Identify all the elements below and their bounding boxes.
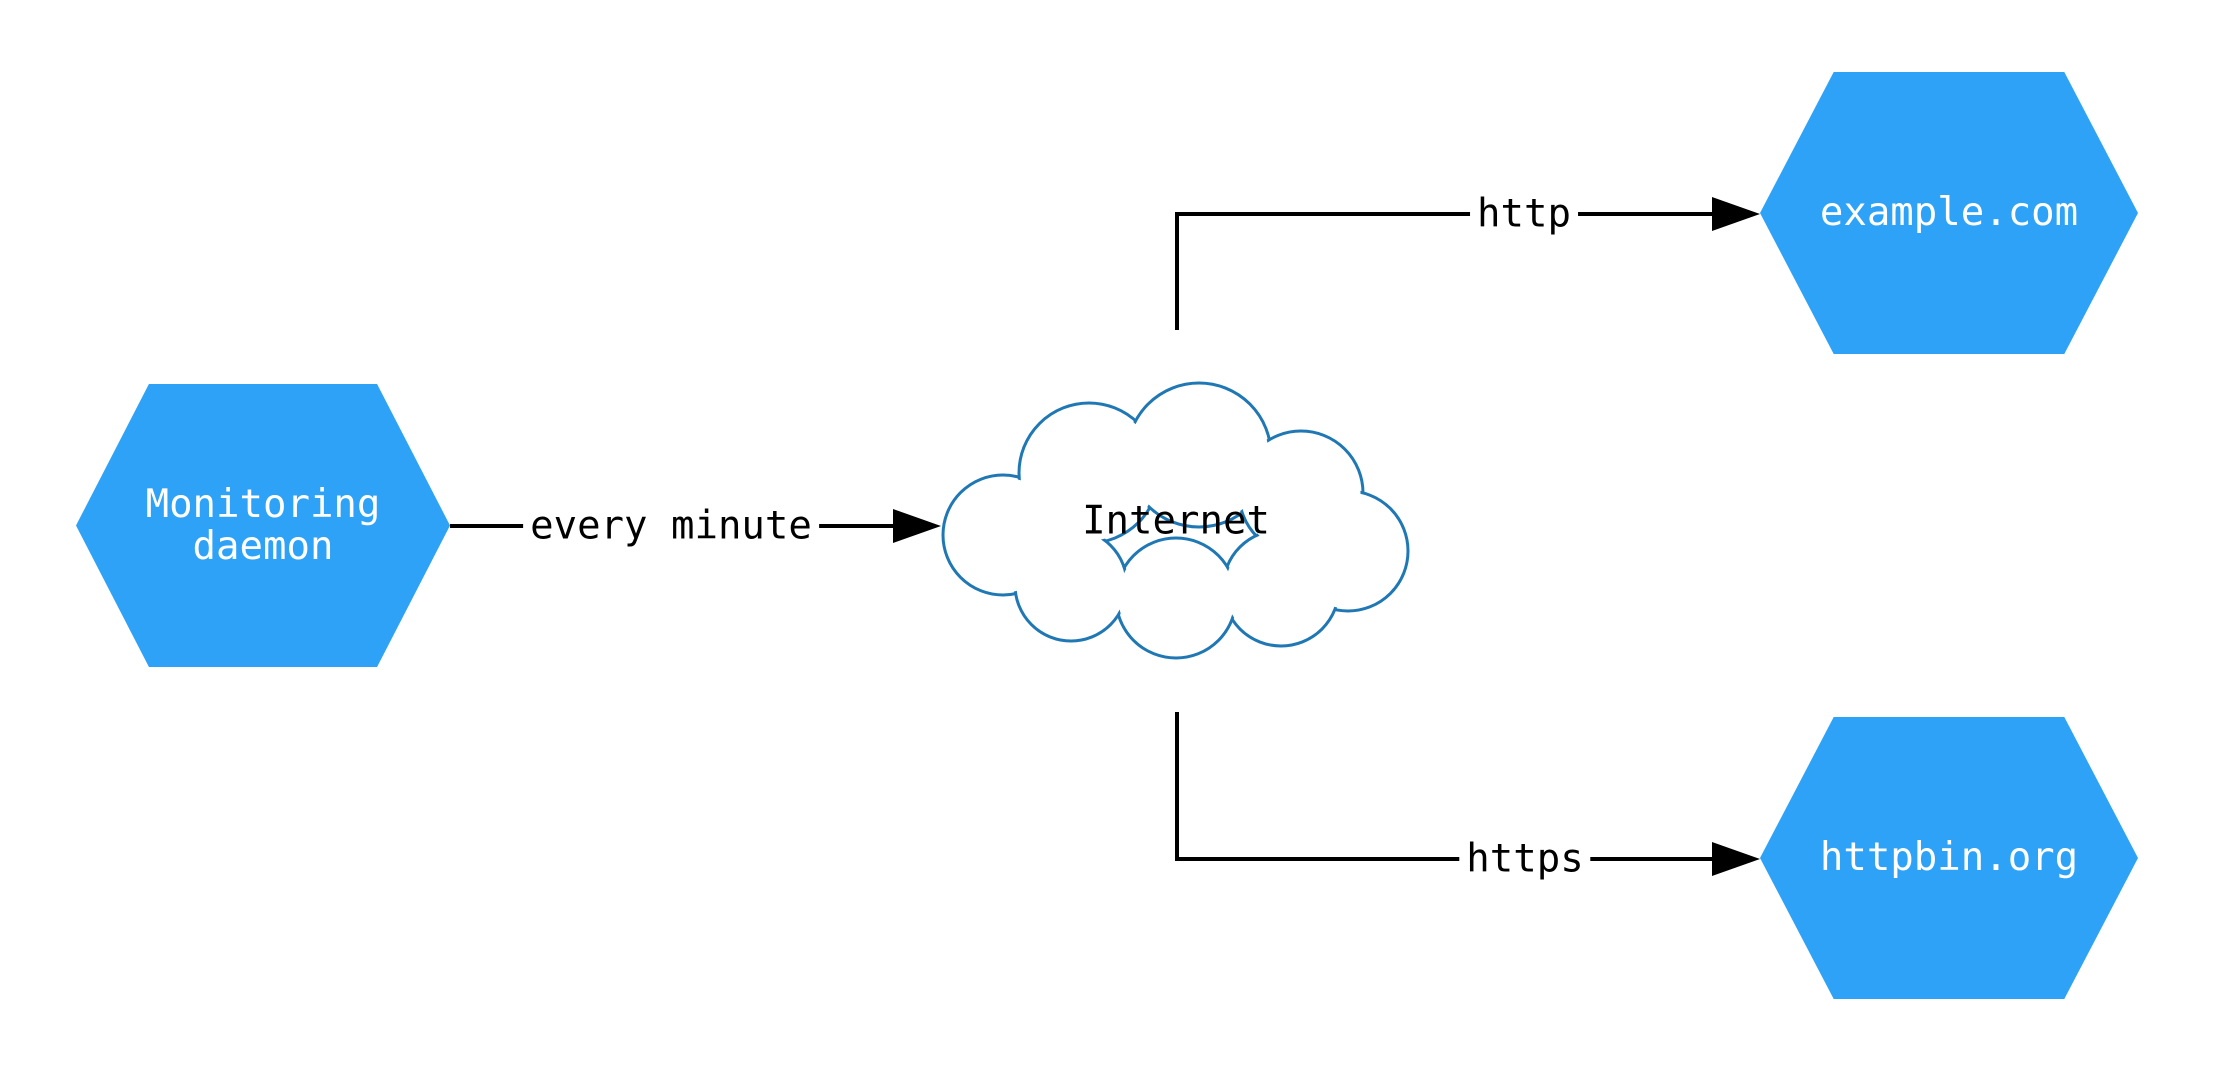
node-monitoring-daemon: Monitoring daemon xyxy=(76,384,450,667)
node-label-line: Monitoring xyxy=(145,481,381,527)
edge-label-http: http xyxy=(1470,189,1578,239)
edge-line xyxy=(1175,212,1716,330)
node-internet-label: Internet xyxy=(1082,498,1270,544)
edge-internet-to-example xyxy=(1175,197,1760,330)
node-label: example.com xyxy=(1819,190,2079,235)
cloud-icon xyxy=(941,381,1410,660)
node-example-com: example.com xyxy=(1760,72,2138,354)
edge-label-https: https xyxy=(1459,834,1591,884)
arrowhead-icon xyxy=(1712,197,1760,231)
arrowhead-icon xyxy=(893,509,941,543)
edge-label-every-minute: every minute xyxy=(523,501,819,551)
node-label-line: daemon xyxy=(192,523,334,569)
node-httpbin-org: httpbin.org xyxy=(1760,717,2138,999)
node-label: httpbin.org xyxy=(1819,835,2079,880)
edge-line xyxy=(1175,712,1716,861)
arrowhead-icon xyxy=(1712,842,1760,876)
